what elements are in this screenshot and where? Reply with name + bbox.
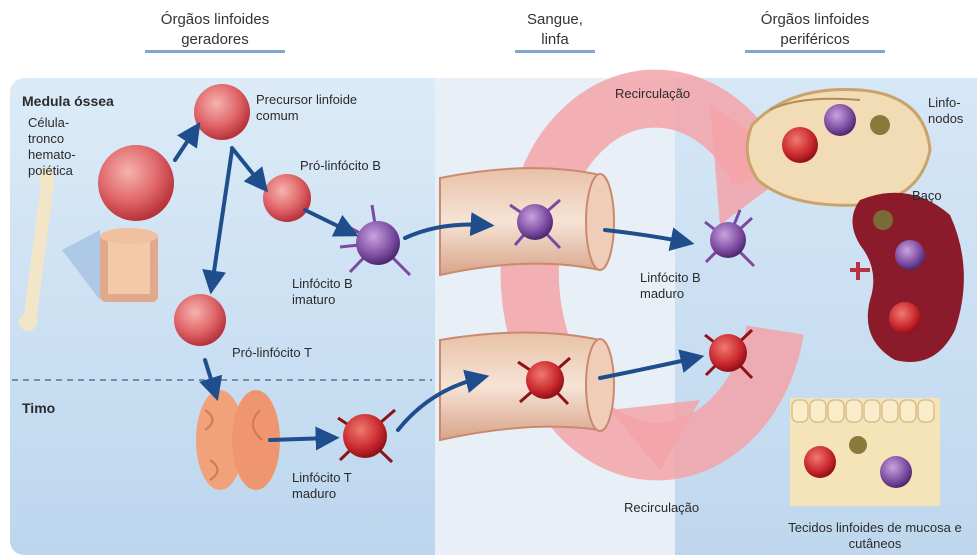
label-mucosal-tissue: Tecidos linfoides de mucosa e cutâneos: [780, 520, 970, 552]
mucosal-tissue: [790, 398, 940, 506]
label-pro-t: Pró-linfócito T: [232, 345, 312, 361]
bone-icon: [19, 168, 54, 331]
pro-b-cell: [263, 174, 311, 222]
label-pro-b: Pró-linfócito B: [300, 158, 381, 174]
label-spleen: Baço: [912, 188, 942, 204]
common-precursor-cell: [194, 84, 250, 140]
marrow-zoom-wedge: [62, 230, 100, 300]
mature-b-cell: [705, 210, 754, 266]
label-common-precursor: Precursor linfoide comum: [256, 92, 386, 124]
lymph-node-organ: [747, 89, 930, 205]
section-bone-marrow: Medula óssea: [22, 93, 114, 109]
thymus-organ: [196, 390, 280, 490]
blood-vessel-lower: [440, 333, 614, 441]
label-stem-cell: Célula-tronco hemato-poiética: [28, 115, 98, 179]
pro-t-cell: [174, 294, 226, 346]
mature-t-cell: [338, 410, 395, 462]
label-mature-b: Linfócito B maduro: [640, 270, 725, 302]
mature-t-cell-peripheral: [705, 330, 752, 378]
label-mature-t: Linfócito T maduro: [292, 470, 374, 502]
section-thymus: Timo: [22, 400, 55, 416]
spleen-organ: [850, 193, 964, 362]
label-immature-b: Linfócito B imaturo: [292, 276, 384, 308]
label-recirculation-top: Recirculação: [615, 86, 690, 102]
label-lymph-nodes: Linfo-nodos: [928, 95, 976, 127]
label-recirculation-bottom: Recirculação: [624, 500, 699, 516]
stem-cell: [98, 145, 174, 221]
bone-marrow-block-icon: [100, 228, 158, 302]
immature-b-cell: [340, 205, 410, 275]
